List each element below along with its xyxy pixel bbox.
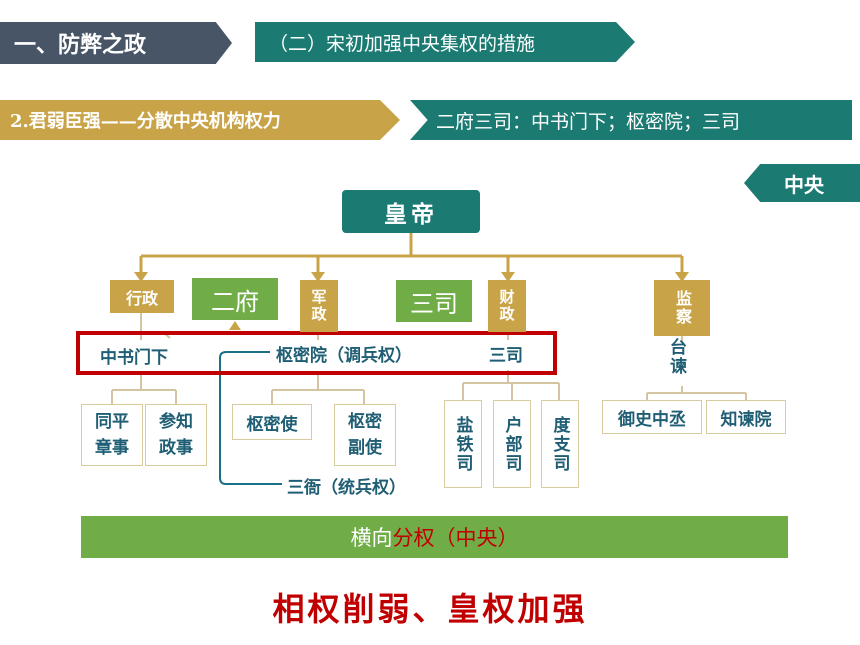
- subsection-title: （二）宋初加强中央集权的措施: [269, 32, 536, 55]
- section-title: 一、防弊之政: [14, 32, 147, 58]
- duzhisi-label: 度支司: [549, 415, 570, 473]
- taijian-label: 台谏: [666, 338, 686, 376]
- shumifushi-box: 枢密副使: [334, 404, 396, 466]
- shumishi-box: 枢密使: [232, 404, 312, 440]
- shumifushi-label: 枢密副使: [348, 412, 382, 458]
- yushi-box: 御史中丞: [602, 400, 702, 434]
- emperor-label: 皇帝: [384, 200, 438, 228]
- tongping-label: 同平章事: [95, 412, 129, 458]
- banner: 横向分权（中央）: [81, 516, 788, 558]
- structure-title: 二府三司：中书门下；枢密院；三司: [436, 110, 741, 133]
- supervision-box: 监察: [654, 280, 710, 336]
- zhongshu-label: 中书门下: [100, 348, 168, 368]
- tongping-box: 同平章事: [81, 404, 143, 466]
- admin-box: 行政: [110, 280, 174, 313]
- shumishi-label: 枢密使: [246, 414, 298, 435]
- emperor-box: 皇帝: [342, 190, 480, 233]
- structure-tag: 二府三司：中书门下；枢密院；三司: [410, 100, 852, 140]
- sansi-label: 三司: [489, 346, 523, 366]
- finance-box: 财政: [488, 280, 526, 332]
- central-label: 中央: [784, 172, 824, 197]
- yantiesi-box: 盐铁司: [444, 400, 482, 488]
- shumi-label: 枢密院（调兵权）: [276, 346, 412, 366]
- finance-label: 财政: [497, 289, 516, 323]
- sanya-label: 三衙（统兵权）: [287, 478, 406, 498]
- conclusion-text: 相权削弱、皇权加强: [272, 590, 588, 628]
- banner-highlight: 分权: [392, 526, 435, 550]
- duzhisi-box: 度支司: [541, 400, 579, 488]
- san-si-top-label: 三司: [410, 289, 458, 318]
- zhijian-label: 知谏院: [720, 409, 772, 430]
- subsection-tag: （二）宋初加强中央集权的措施: [255, 22, 635, 62]
- hubusi-label: 户部司: [501, 415, 522, 473]
- er-fu-box: 二府: [192, 278, 278, 320]
- topic-tag: 2.君弱臣强——分散中央机构权力: [0, 100, 400, 140]
- banner-prefix: 横向: [350, 526, 393, 550]
- admin-label: 行政: [125, 288, 158, 308]
- central-tag: 中央: [744, 164, 860, 202]
- zhijian-box: 知谏院: [706, 400, 786, 434]
- canzhi-box: 参知政事: [145, 404, 207, 466]
- military-box: 军政: [300, 280, 338, 332]
- hubusi-box: 户部司: [493, 400, 531, 488]
- supervision-label: 监察: [673, 290, 692, 326]
- military-label: 军政: [309, 289, 328, 323]
- yushi-label: 御史中丞: [618, 409, 686, 430]
- er-fu-label: 二府: [211, 287, 259, 316]
- section-tag: 一、防弊之政: [0, 22, 232, 64]
- san-si-box: 三司: [396, 280, 472, 322]
- yantiesi-label: 盐铁司: [452, 415, 473, 473]
- canzhi-label: 参知政事: [159, 412, 193, 458]
- topic-title: 2.君弱臣强——分散中央机构权力: [10, 111, 281, 132]
- banner-suffix: （中央）: [434, 526, 519, 550]
